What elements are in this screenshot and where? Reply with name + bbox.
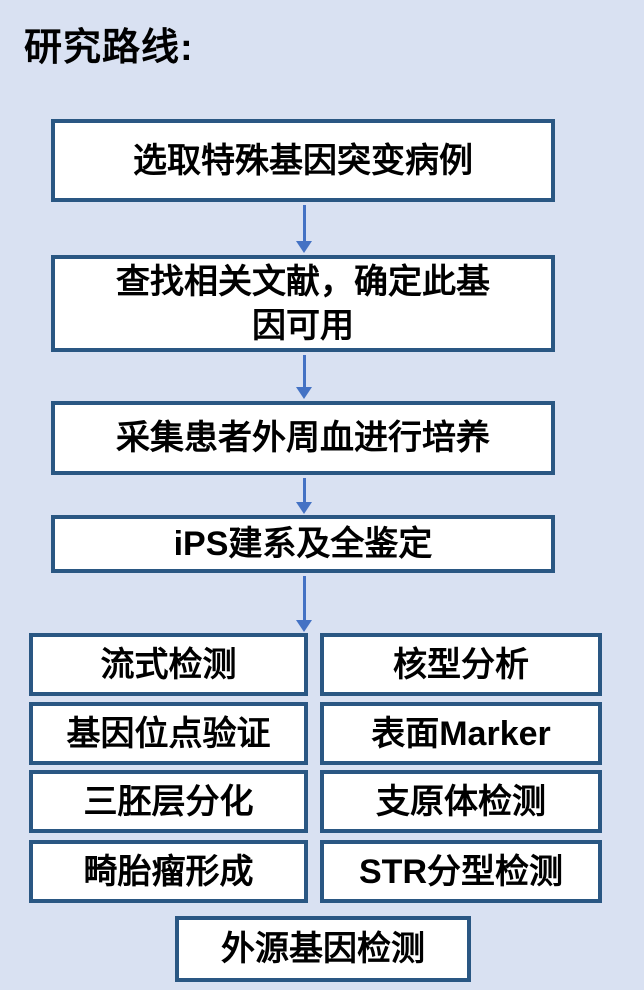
arrow-head <box>296 241 312 253</box>
assay-label: 基因位点验证 <box>66 714 271 753</box>
arrow-head <box>296 387 312 399</box>
arrow-stem <box>303 205 306 241</box>
assay-box-gene-locus: 基因位点验证 <box>29 702 308 765</box>
flow-step-label: iPS建系及全鉴定 <box>173 525 433 563</box>
flow-step-select-cases: 选取特殊基因突变病例 <box>51 119 555 202</box>
assay-box-karyotype: 核型分析 <box>320 633 602 696</box>
assay-box-mycoplasma: 支原体检测 <box>320 770 602 833</box>
assay-label: 三胚层分化 <box>83 782 254 821</box>
down-arrow-icon <box>296 355 313 399</box>
arrow-head <box>296 620 312 632</box>
flow-step-label: 采集患者外周血进行培养 <box>116 419 490 457</box>
assay-box-teratoma: 畸胎瘤形成 <box>29 840 308 903</box>
assay-box-str-typing: STR分型检测 <box>320 840 602 903</box>
down-arrow-icon <box>296 576 313 632</box>
page-title: 研究路线: <box>24 27 194 69</box>
flow-step-blood-culture: 采集患者外周血进行培养 <box>51 401 555 475</box>
flow-step-literature: 查找相关文献，确定此基因可用 <box>51 255 555 352</box>
assay-box-exogenous-gene: 外源基因检测 <box>175 916 471 982</box>
assay-label: 畸胎瘤形成 <box>83 852 254 891</box>
flow-step-label: 选取特殊基因突变病例 <box>133 141 473 180</box>
arrow-stem <box>303 576 306 620</box>
flow-step-ips-line: iPS建系及全鉴定 <box>51 515 555 573</box>
assay-box-germ-layers: 三胚层分化 <box>29 770 308 833</box>
down-arrow-icon <box>296 478 313 514</box>
arrow-stem <box>303 355 306 387</box>
assay-label: 核型分析 <box>393 645 529 684</box>
assay-label: 流式检测 <box>100 645 237 684</box>
assay-label: 外源基因检测 <box>221 930 425 968</box>
assay-box-surface-marker: 表面Marker <box>320 702 602 765</box>
assay-label: 支原体检测 <box>376 782 546 821</box>
assay-label: 表面Marker <box>371 714 551 753</box>
down-arrow-icon <box>296 205 313 253</box>
assay-box-flow-cytometry: 流式检测 <box>29 633 308 696</box>
arrow-head <box>296 502 312 514</box>
assay-label: STR分型检测 <box>359 852 563 891</box>
arrow-stem <box>303 478 306 502</box>
flow-step-label: 查找相关文献，确定此基因可用 <box>116 262 490 345</box>
